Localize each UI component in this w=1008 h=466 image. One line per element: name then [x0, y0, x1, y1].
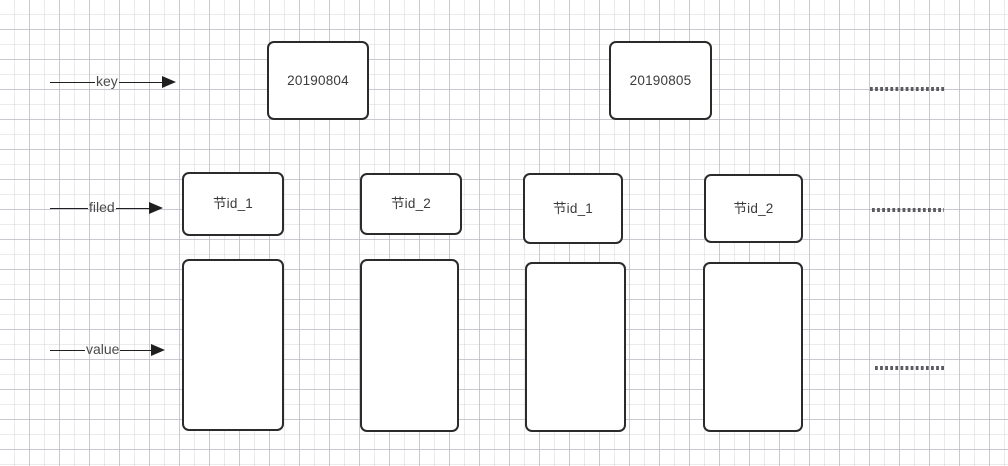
- arrow-row-value: value: [50, 333, 185, 367]
- arrow-head: [148, 202, 163, 214]
- right-arrow-icon: [115, 202, 163, 214]
- arrow-tail: [50, 207, 88, 209]
- right-arrow-icon: [118, 76, 176, 88]
- arrow-shaft: [118, 81, 163, 83]
- value-box[interactable]: [182, 259, 284, 431]
- arrow-shaft: [115, 207, 150, 209]
- field-box[interactable]: 节id_1: [182, 172, 284, 236]
- value-box[interactable]: [360, 259, 459, 432]
- arrow-label-value: value: [86, 341, 120, 357]
- field-box[interactable]: 节id_1: [523, 173, 623, 244]
- key-box[interactable]: 20190804: [267, 41, 369, 120]
- arrow-label-key: key: [96, 73, 118, 89]
- arrow-head: [161, 76, 176, 88]
- value-box[interactable]: [525, 262, 626, 432]
- dotted-line-icon: [872, 208, 944, 212]
- arrow-tail: [50, 81, 95, 83]
- key-box[interactable]: 20190805: [609, 41, 712, 120]
- field-box[interactable]: 节id_2: [360, 173, 462, 235]
- key-row-continuation: [870, 84, 945, 94]
- arrow-row-filed: filed: [50, 191, 182, 225]
- arrow-tail: [50, 349, 85, 351]
- right-arrow-icon: [120, 344, 166, 356]
- field-box[interactable]: 节id_2: [704, 174, 803, 243]
- value-row-continuation: [875, 363, 944, 373]
- value-box[interactable]: [703, 262, 803, 432]
- dotted-line-icon: [875, 366, 944, 370]
- arrow-head: [151, 344, 166, 356]
- dotted-line-icon: [870, 87, 945, 91]
- field-row-continuation: [872, 205, 944, 215]
- arrow-shaft: [120, 349, 153, 351]
- arrow-label-filed: filed: [89, 199, 115, 215]
- arrow-row-key: key: [50, 65, 185, 99]
